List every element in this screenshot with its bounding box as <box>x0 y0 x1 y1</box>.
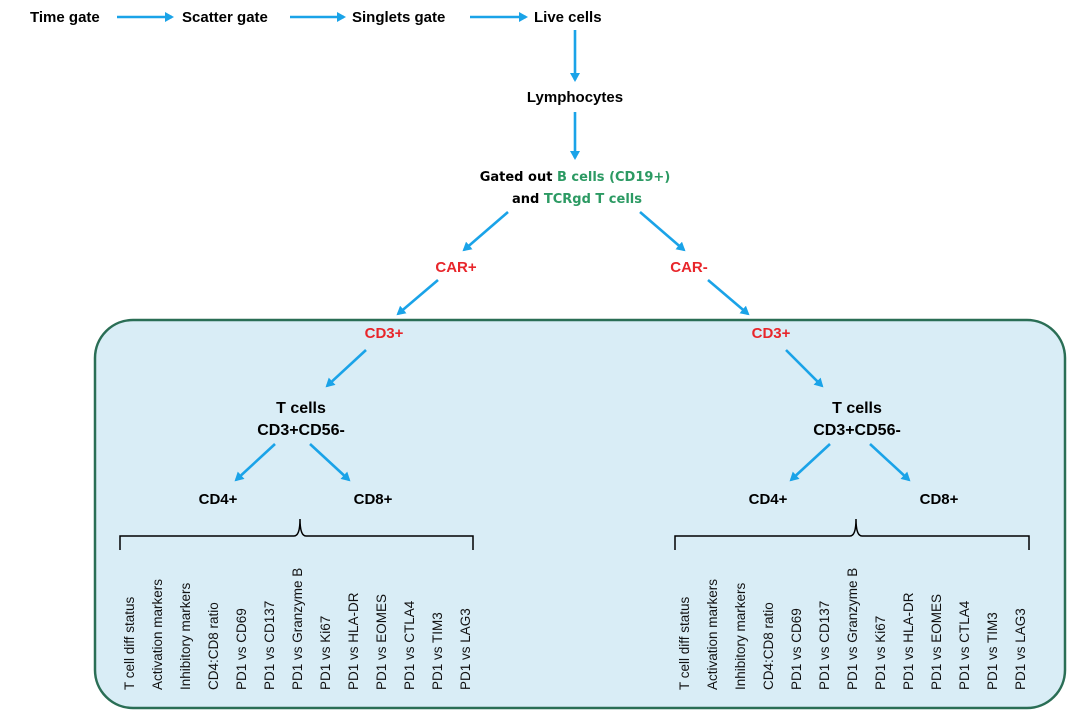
tcells-label: T cells <box>276 400 326 417</box>
scatter-gate-label: Scatter gate <box>182 9 268 26</box>
tcells-label: T cells <box>832 400 882 417</box>
marker-item: PD1 vs CD137 <box>817 601 832 690</box>
marker-item: PD1 vs Granzyme B <box>290 568 305 690</box>
car-pos-label: CAR+ <box>435 259 476 276</box>
marker-item: PD1 vs CD137 <box>262 601 277 690</box>
arrow-car-pos-to-cd3 <box>396 279 439 316</box>
marker-item: PD1 vs CTLA4 <box>402 600 417 690</box>
branch-car-neg: CD3+ T cells CD3+CD56- CD4+ CD8+ T cell … <box>674 325 1030 690</box>
gated-out-line2: and TCRgd T cells <box>512 192 642 207</box>
cd4-label: CD4+ <box>199 491 238 508</box>
tcrgd-label: TCRgd T cells <box>544 192 642 207</box>
marker-item: PD1 vs TIM3 <box>430 612 445 690</box>
b-cells-label: B cells (CD19+) <box>557 170 670 185</box>
gated-out-prefix: Gated out <box>480 170 557 185</box>
arrow-cd3-to-tcells <box>325 349 367 388</box>
marker-item: Inhibitory markers <box>178 582 193 690</box>
marker-item: PD1 vs HLA-DR <box>901 592 916 690</box>
tcell-panel <box>93 318 1067 710</box>
time-gate-label: Time gate <box>30 9 100 26</box>
marker-item: PD1 vs CTLA4 <box>957 600 972 690</box>
arrow-to-car-pos <box>462 211 509 252</box>
arrow-tcells-to-cd4 <box>789 443 831 482</box>
gated-out-line1: Gated out B cells (CD19+) <box>480 170 671 185</box>
cd4-label: CD4+ <box>749 491 788 508</box>
arrow-tcells-to-cd4 <box>234 443 276 482</box>
marker-list: T cell diff status Activation markers In… <box>122 568 473 690</box>
marker-item: T cell diff status <box>122 596 137 690</box>
marker-item: PD1 vs Granzyme B <box>845 568 860 690</box>
marker-item: PD1 vs TIM3 <box>985 612 1000 690</box>
branch-car-pos: CD3+ T cells CD3+CD56- CD4+ CD8+ T cell … <box>119 325 474 690</box>
marker-item: Inhibitory markers <box>733 582 748 690</box>
cd3-label: CD3+ <box>752 325 791 342</box>
cd8-label: CD8+ <box>920 491 959 508</box>
cd3-cd56-label: CD3+CD56- <box>813 422 901 439</box>
arrow-to-car-neg <box>639 211 686 252</box>
marker-item: PD1 vs LAG3 <box>1013 608 1028 690</box>
marker-item: PD1 vs HLA-DR <box>346 592 361 690</box>
lymphocytes-label: Lymphocytes <box>527 89 623 106</box>
marker-item: PD1 vs Ki67 <box>873 616 888 690</box>
marker-item: PD1 vs LAG3 <box>458 608 473 690</box>
markers-bracket <box>119 518 474 550</box>
marker-item: PD1 vs CD69 <box>789 608 804 690</box>
marker-item: PD1 vs EOMES <box>374 594 389 690</box>
arrow-car-neg-to-cd3 <box>707 279 750 316</box>
marker-item: PD1 vs Ki67 <box>318 616 333 690</box>
markers-bracket <box>674 518 1030 550</box>
marker-item: CD4:CD8 ratio <box>761 602 776 690</box>
arrow-tcells-to-cd8 <box>869 443 911 482</box>
singlets-gate-label: Singlets gate <box>352 9 445 26</box>
and-prefix: and <box>512 192 544 207</box>
car-neg-label: CAR- <box>670 259 708 276</box>
marker-item: T cell diff status <box>677 596 692 690</box>
arrow-tcells-to-cd8 <box>309 443 351 482</box>
marker-item: CD4:CD8 ratio <box>206 602 221 690</box>
marker-item: Activation markers <box>150 579 165 690</box>
marker-item: PD1 vs EOMES <box>929 594 944 690</box>
arrow-cd3-to-tcells <box>785 349 824 388</box>
marker-list: T cell diff status Activation markers In… <box>677 568 1028 690</box>
cd3-label: CD3+ <box>365 325 404 342</box>
live-cells-label: Live cells <box>534 9 602 26</box>
marker-item: PD1 vs CD69 <box>234 608 249 690</box>
cd8-label: CD8+ <box>354 491 393 508</box>
cd3-cd56-label: CD3+CD56- <box>257 422 345 439</box>
marker-item: Activation markers <box>705 579 720 690</box>
